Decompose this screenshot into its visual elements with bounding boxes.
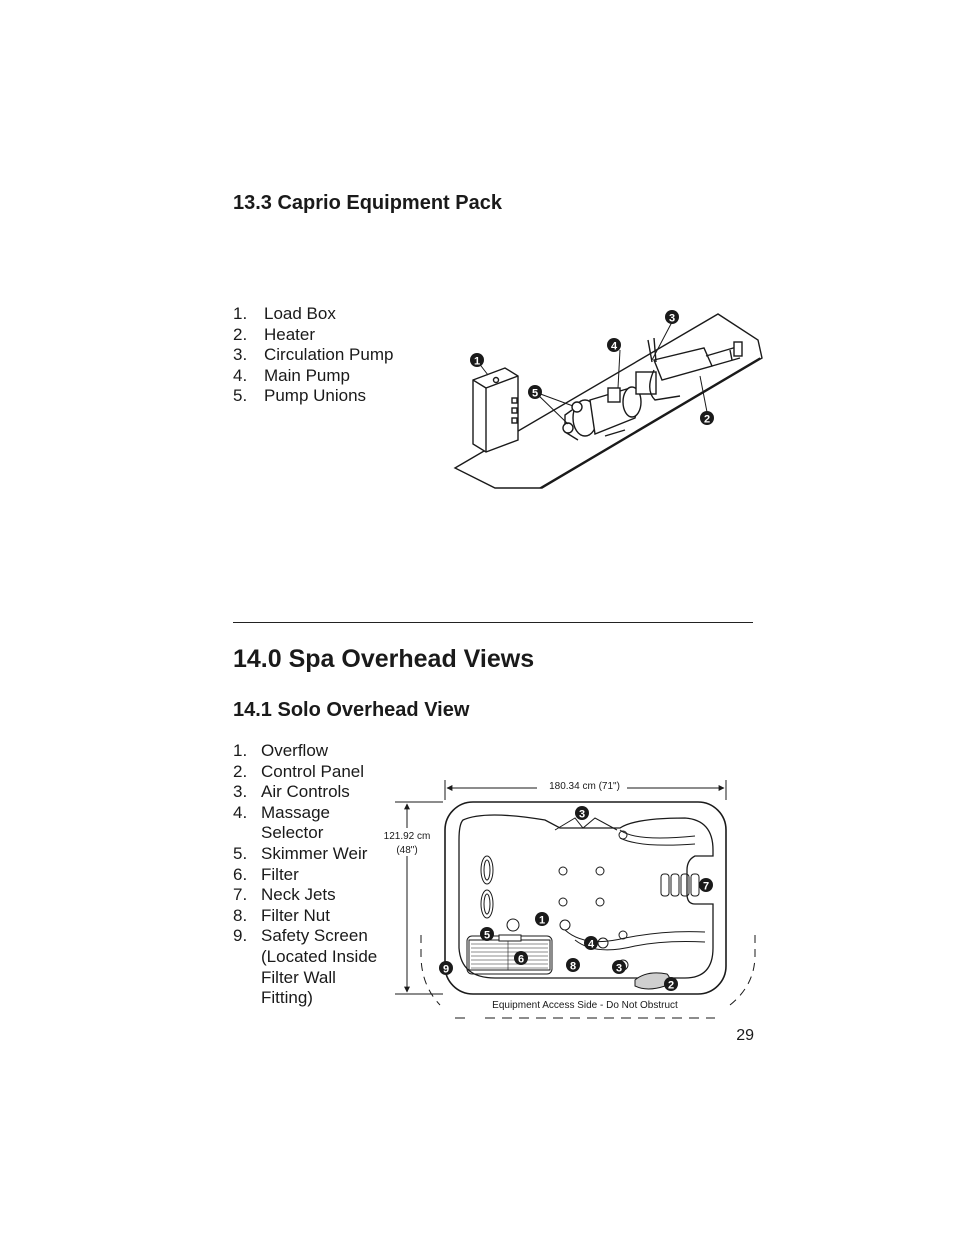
section-14-heading: 14.0 Spa Overhead Views xyxy=(233,645,535,673)
spa-callout-8: 8 xyxy=(570,961,576,973)
load-box-shape xyxy=(472,367,519,453)
height-dimension-label: 121.92 cm (48") xyxy=(374,830,440,858)
list-item: 1.Overflow xyxy=(233,741,329,760)
list-item: 8.Filter Nut xyxy=(233,905,330,925)
list-item: 1.Load Box xyxy=(233,304,336,323)
spa-callout-3-bottom: 3 xyxy=(616,963,622,975)
spa-callout-3-top: 3 xyxy=(579,809,585,821)
height-dimension-in: (48") xyxy=(396,845,418,856)
spa-callout-9: 9 xyxy=(443,964,449,976)
heater-shape xyxy=(635,337,743,401)
spa-callout-6: 6 xyxy=(518,954,524,966)
callout-markers: 1 2 3 4 5 xyxy=(470,310,714,426)
height-dimension-cm: 121.92 cm xyxy=(383,831,431,842)
page-number: 29 xyxy=(736,1027,754,1044)
list-item: 5.Pump Unions xyxy=(233,386,367,406)
callout-5: 5 xyxy=(532,388,538,400)
spa-callout-1: 1 xyxy=(539,915,545,927)
spa-callout-4: 4 xyxy=(588,939,595,951)
list-item: 3.Circulation Pump xyxy=(233,345,394,365)
list-item: 4.Main Pump xyxy=(233,365,350,385)
equipment-pack-parts-list: 1.Load Box 2.Heater 3.Circulation Pump 4… xyxy=(233,304,433,407)
callout-1: 1 xyxy=(474,356,480,368)
section-13-3-heading: 13.3 Caprio Equipment Pack xyxy=(233,192,502,214)
spa-callout-5: 5 xyxy=(484,930,490,942)
solo-overhead-legend: 1.Overflow 2.Control Panel 3.Air Control… xyxy=(233,741,383,1009)
list-item: 2.Control Panel xyxy=(233,761,365,781)
section-14-1-heading: 14.1 Solo Overhead View xyxy=(233,699,470,721)
width-dimension-label: 180.34 cm (71") xyxy=(549,781,620,792)
list-item: 3.Air Controls xyxy=(233,782,350,802)
callout-3: 3 xyxy=(669,313,675,325)
spa-callout-2: 2 xyxy=(668,980,674,992)
list-item: 4.Massage Selector xyxy=(233,802,330,843)
section-divider xyxy=(233,622,753,623)
list-item: 6.Filter xyxy=(233,864,299,884)
spa-callout-7: 7 xyxy=(703,881,709,893)
list-item: 5.Skimmer Weir xyxy=(233,843,368,863)
list-item: 7.Neck Jets xyxy=(233,885,336,905)
list-item: 9.Safety Screen (Located Inside Filter W… xyxy=(233,926,378,1008)
callout-2: 2 xyxy=(704,414,710,426)
equipment-access-note: Equipment Access Side - Do Not Obstruct xyxy=(492,1000,678,1011)
spa-overhead-diagram: 3 7 1 5 4 6 9 8 3 2 xyxy=(395,780,756,1019)
callout-4: 4 xyxy=(611,341,618,353)
equipment-pack-diagram: 1 2 3 4 5 xyxy=(453,310,763,489)
list-item: 2.Heater xyxy=(233,324,316,344)
